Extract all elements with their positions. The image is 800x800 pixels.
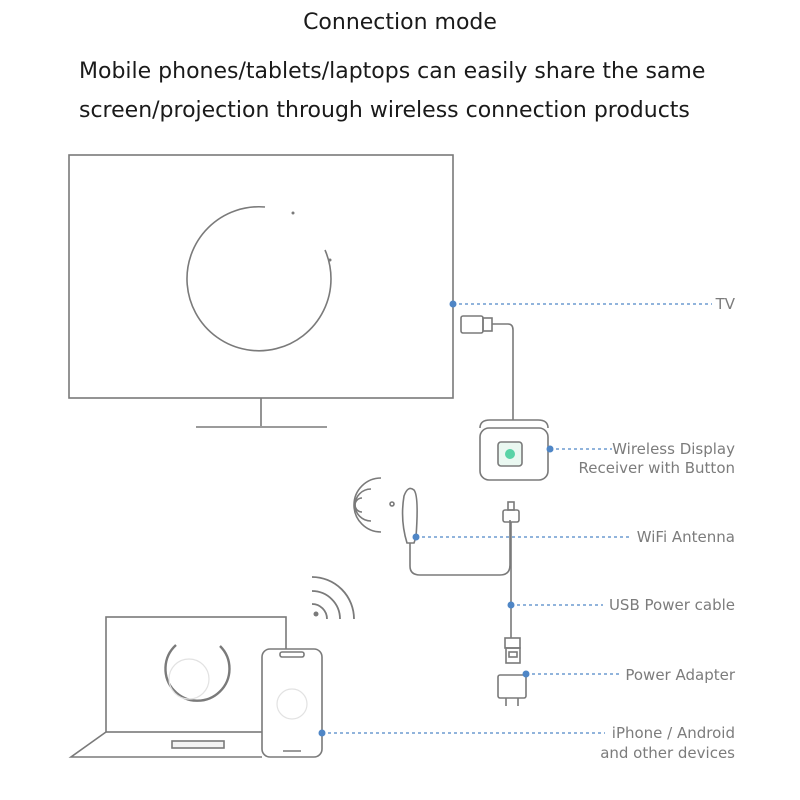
label-receiver-line-1: Wireless Display [612,440,735,458]
hdmi-plug-icon [460,315,514,420]
label-devices-line-1: iPhone / Android [612,724,735,742]
wifi-antenna-icon [353,477,511,576]
receiver-icon [479,419,549,481]
label-antenna: WiFi Antenna [637,528,735,546]
callout-dots [318,300,554,737]
description: Mobile phones/tablets/laptops can easily… [79,52,779,130]
description-line-2: screen/projection through wireless conne… [79,98,690,123]
label-tv: TV [715,295,736,313]
tv-icon [68,154,454,428]
label-receiver-line-2: Receiver with Button [579,459,736,477]
label-usb-cable: USB Power cable [609,596,735,614]
laptop-icon [68,616,287,758]
label-adapter: Power Adapter [625,666,735,684]
phone-icon [261,648,323,758]
description-line-1: Mobile phones/tablets/laptops can easily… [79,59,706,84]
callout-lines [322,303,712,734]
power-adapter-icon [497,674,527,706]
wifi-waves-icon [311,576,355,620]
page-title: Connection mode [303,10,497,35]
usb-plug-icon [502,501,521,664]
label-devices-line-2: and other devices [600,744,735,762]
